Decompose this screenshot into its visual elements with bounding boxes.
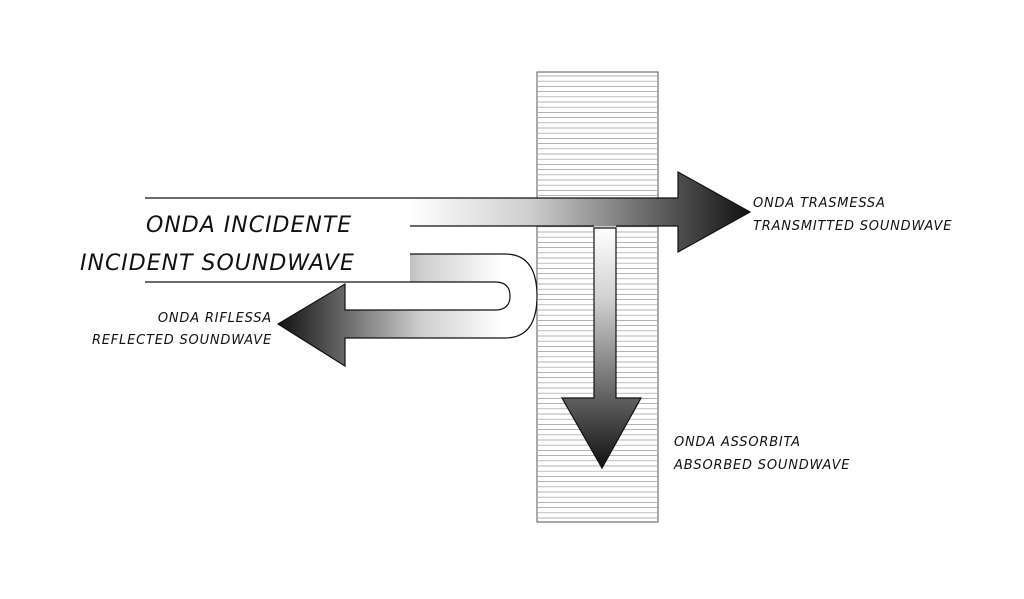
transmitted-label-en: TRANSMITTED SOUNDWAVE (753, 219, 952, 234)
transmitted-arrow (410, 172, 750, 252)
transmitted-label-it: ONDA TRASMESSA (753, 196, 886, 211)
absorbed-label-it: ONDA ASSORBITA (674, 435, 801, 450)
absorbed-arrow (560, 227, 643, 470)
incident-label-en: INCIDENT SOUNDWAVE (80, 251, 355, 276)
reflected-label-en: REFLECTED SOUNDWAVE (92, 333, 272, 348)
incident-label-it: ONDA INCIDENTE (146, 213, 352, 238)
absorbed-label-en: ABSORBED SOUNDWAVE (673, 458, 850, 473)
reflected-arrow-outline (145, 253, 538, 368)
reflected-label-it: ONDA RIFLESSA (158, 311, 272, 326)
transmitted-arrow-head-outline (677, 170, 752, 254)
